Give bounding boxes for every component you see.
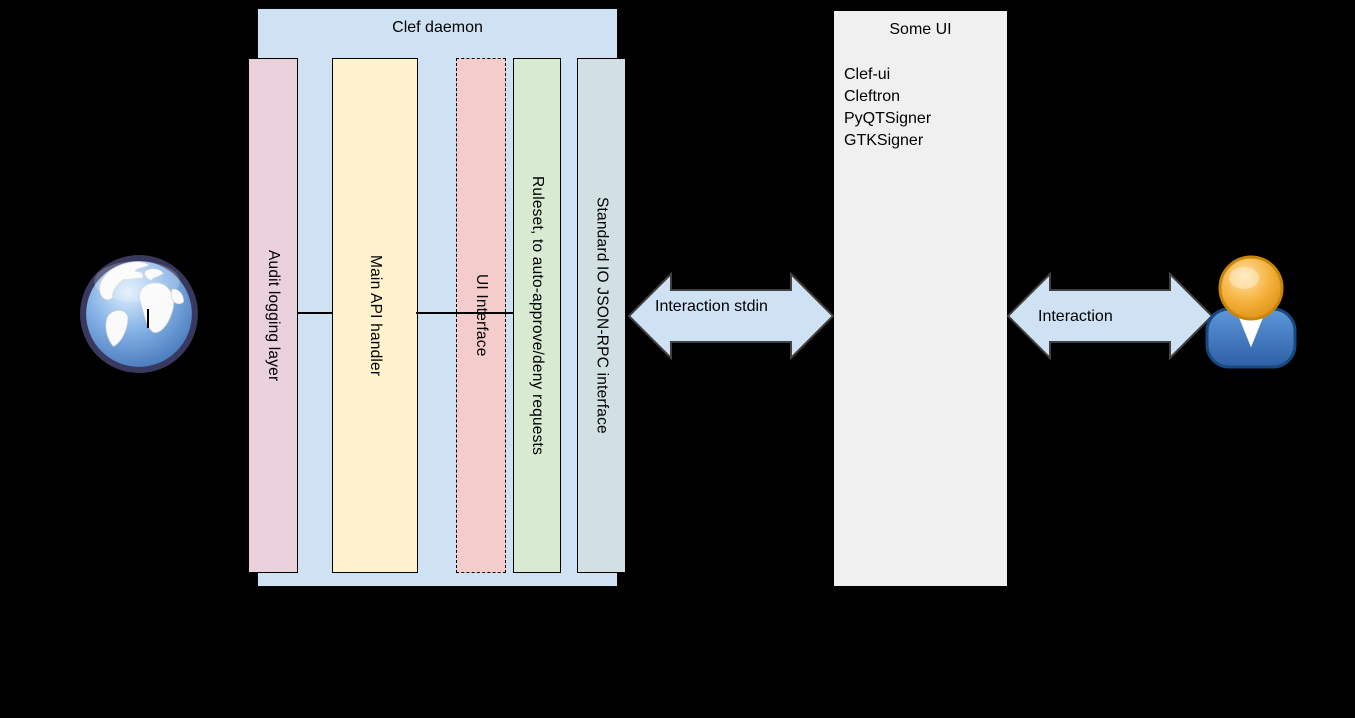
- some-ui-list-item: Clef-ui: [844, 66, 891, 83]
- globe-gloss: [94, 261, 180, 302]
- globe-icon: [80, 255, 198, 373]
- connector-endpoint-tick: [147, 309, 149, 328]
- user-head: [1218, 255, 1284, 321]
- bar-ruleset-label: Ruleset, to auto-approve/deny requests: [529, 175, 546, 456]
- bar-main-api-handler-label: Main API handler: [367, 254, 384, 377]
- bar-audit-logging-layer: Audit logging layer: [248, 58, 298, 573]
- bar-ui-interface: UI Interface: [456, 58, 506, 573]
- bar-ui-interface-label: UI Interface: [473, 274, 490, 357]
- clef-daemon-title: Clef daemon: [392, 19, 483, 36]
- stdio-arrow-label-line1: Interaction stdin: [655, 298, 768, 315]
- globe-continents: [99, 261, 185, 347]
- double-arrow-stdio-shape: [627, 272, 835, 360]
- user-arrow-label: Interaction: [1038, 306, 1113, 328]
- stdio-arrow-label: Interaction stdin / stdout: [655, 296, 768, 362]
- user-icon: [1205, 255, 1297, 369]
- bar-audit-logging-layer-label: Audit logging layer: [265, 249, 282, 382]
- some-ui-box: [833, 10, 1008, 587]
- connector-line-segment: [297, 312, 333, 314]
- bar-main-api-handler: Main API handler: [332, 58, 418, 573]
- bar-stdio-jsonrpc: Standard IO JSON-RPC interface: [577, 58, 626, 573]
- clef-daemon-box: [257, 8, 618, 587]
- stdio-arrow-label-line2: / stdout: [672, 342, 726, 359]
- bar-stdio-jsonrpc-label: Standard IO JSON-RPC interface: [593, 197, 611, 434]
- bar-ruleset: Ruleset, to auto-approve/deny requests: [513, 58, 561, 573]
- user-head-gloss: [1229, 267, 1259, 289]
- user-arrow-label-line1: Interaction: [1038, 308, 1113, 325]
- connector-line-segment: [416, 312, 514, 314]
- some-ui-list-item: PyQTSigner: [844, 110, 932, 127]
- some-ui-list: Clef-ui Cleftron PyQTSigner GTKSigner: [844, 64, 931, 152]
- some-ui-list-item: Cleftron: [844, 88, 901, 105]
- double-arrow-stdio: [627, 272, 835, 360]
- some-ui-title: Some UI: [889, 21, 952, 38]
- some-ui-list-item: GTKSigner: [844, 132, 924, 149]
